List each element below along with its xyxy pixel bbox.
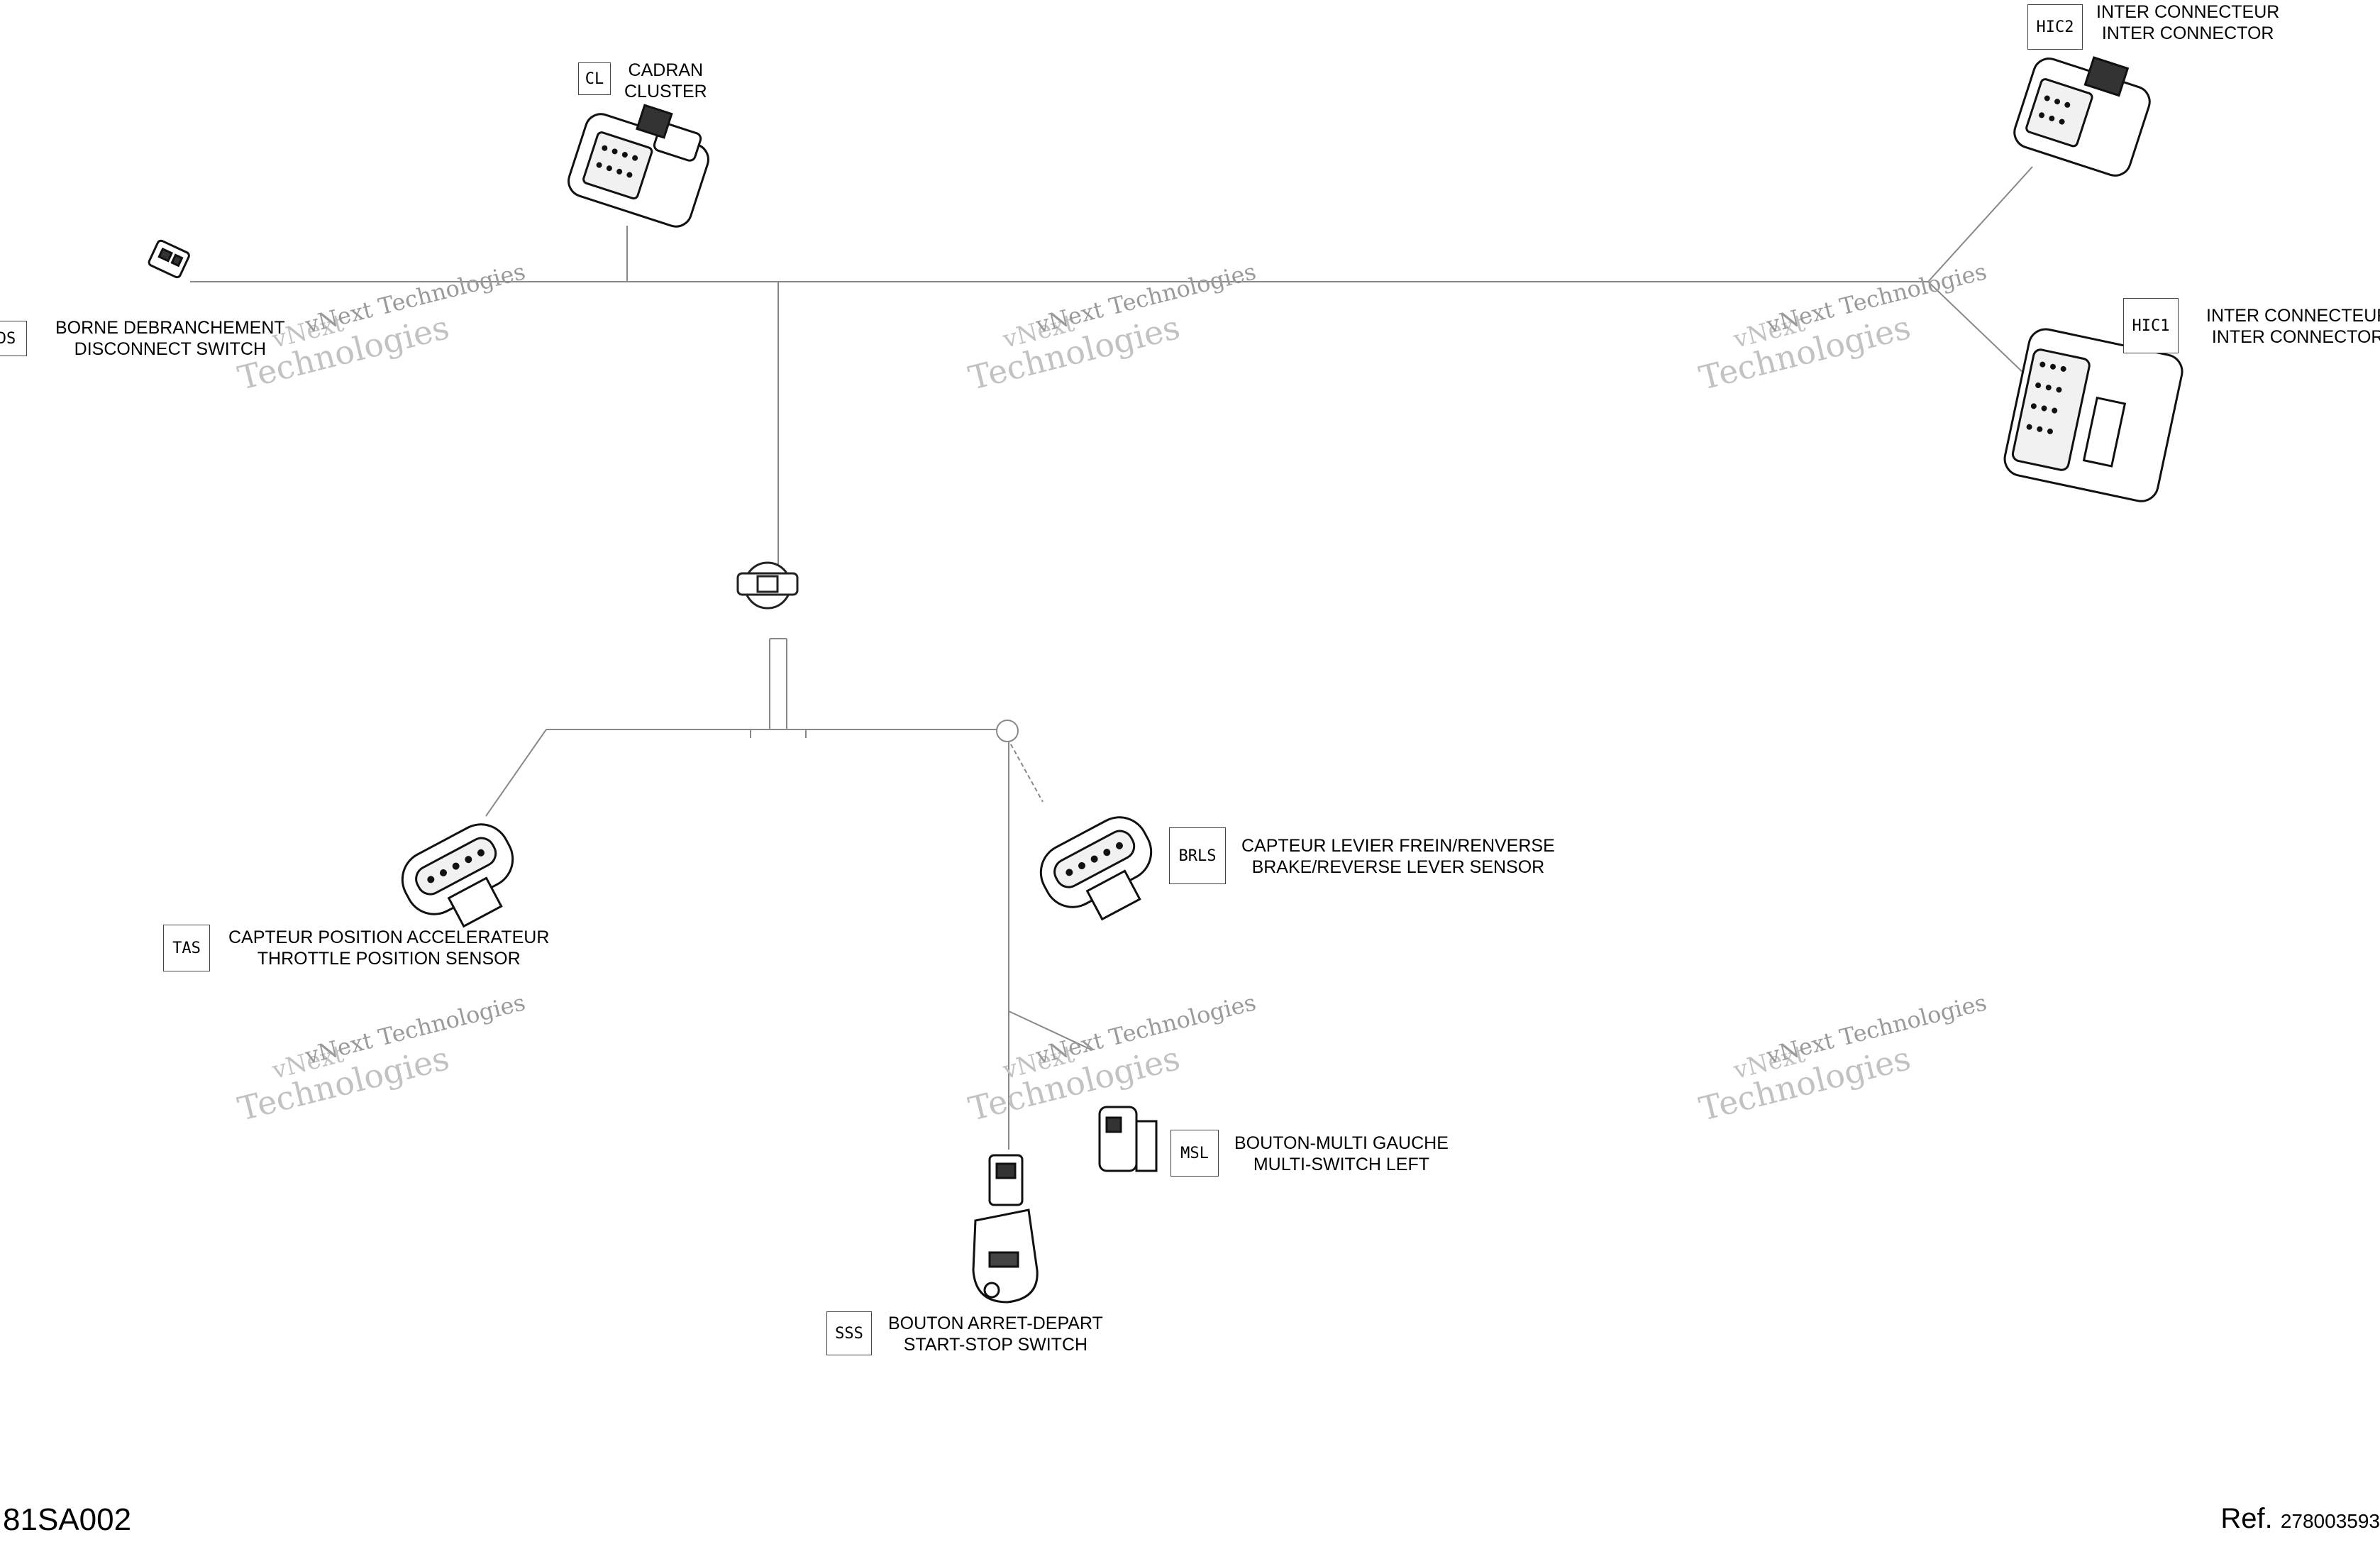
brake-reverse-sensor-connector: [1039, 816, 1153, 921]
brls-branch: [1007, 737, 1044, 803]
label-ds-en: DISCONNECT SWITCH: [74, 339, 267, 359]
code-box-msl: MSL: [1170, 1130, 1219, 1177]
code-box-brls: BRLS: [1169, 827, 1226, 884]
label-msl-en: MULTI-SWITCH LEFT: [1253, 1155, 1429, 1174]
hic2-connector: [2013, 56, 2151, 177]
hic1-branch: [1927, 281, 2026, 375]
multi-switch-connector: [1098, 1106, 1158, 1172]
label-brls: CAPTEUR LEVIER FREIN/RENVERSE BRAKE/REVE…: [1241, 835, 1555, 878]
code-box-ds: DS: [0, 321, 27, 356]
label-brls-en: BRAKE/REVERSE LEVER SENSOR: [1251, 857, 1545, 877]
hic1-connector: [2003, 328, 2183, 502]
ref-number: 278003593: [2280, 1510, 2380, 1532]
label-hic2-fr: INTER CONNECTEUR: [2096, 2, 2280, 22]
start-stop-switch: [972, 1154, 1039, 1304]
code-box-hic2: HIC2: [2027, 4, 2083, 50]
label-msl: BOUTON-MULTI GAUCHE MULTI-SWITCH LEFT: [1234, 1133, 1449, 1175]
label-sss-fr: BOUTON ARRET-DEPART: [888, 1314, 1103, 1333]
label-brls-fr: CAPTEUR LEVIER FREIN/RENVERSE: [1241, 836, 1555, 856]
drawing-id: 81SA002: [3, 1502, 132, 1537]
reference-number: Ref. 278003593: [2220, 1503, 2380, 1535]
code-box-hic1: HIC1: [2123, 298, 2179, 353]
tas-branch: [485, 729, 547, 817]
label-ds: BORNE DEBRANCHEMENT DISCONNECT SWITCH: [55, 317, 285, 360]
label-cl: CADRAN CLUSTER: [624, 60, 707, 102]
code-box-sss: SSS: [826, 1311, 872, 1355]
label-hic1: INTER CONNECTEUR INTER CONNECTOR: [2206, 305, 2380, 348]
label-msl-fr: BOUTON-MULTI GAUCHE: [1234, 1133, 1449, 1153]
ref-label: Ref.: [2220, 1503, 2273, 1534]
hic2-branch: [1927, 166, 2033, 282]
label-tas-fr: CAPTEUR POSITION ACCELERATEUR: [228, 927, 550, 947]
label-hic1-en: INTER CONNECTOR: [2211, 327, 2380, 347]
label-hic1-fr: INTER CONNECTEUR: [2206, 306, 2380, 326]
label-sss: BOUTON ARRET-DEPART START-STOP SWITCH: [888, 1313, 1103, 1355]
harness-clip: [736, 561, 799, 610]
label-hic2-en: INTER CONNECTOR: [2101, 23, 2274, 43]
code-box-cl: CL: [578, 62, 611, 95]
splice-circle: [996, 720, 1019, 742]
label-cl-en: CLUSTER: [624, 82, 707, 101]
label-cl-fr: CADRAN: [628, 60, 704, 80]
code-box-tas: TAS: [163, 925, 210, 971]
cluster-connector: [568, 104, 709, 228]
label-ds-fr: BORNE DEBRANCHEMENT: [55, 318, 285, 338]
label-tas: CAPTEUR POSITION ACCELERATEUR THROTTLE P…: [228, 927, 549, 969]
throttle-sensor-connector: [401, 823, 514, 928]
label-sss-en: START-STOP SWITCH: [903, 1335, 1088, 1355]
label-tas-en: THROTTLE POSITION SENSOR: [257, 949, 521, 969]
label-hic2: INTER CONNECTEUR INTER CONNECTOR: [2096, 1, 2279, 44]
msl-branch: [1008, 1010, 1093, 1051]
disconnect-switch-connector: [148, 239, 190, 279]
